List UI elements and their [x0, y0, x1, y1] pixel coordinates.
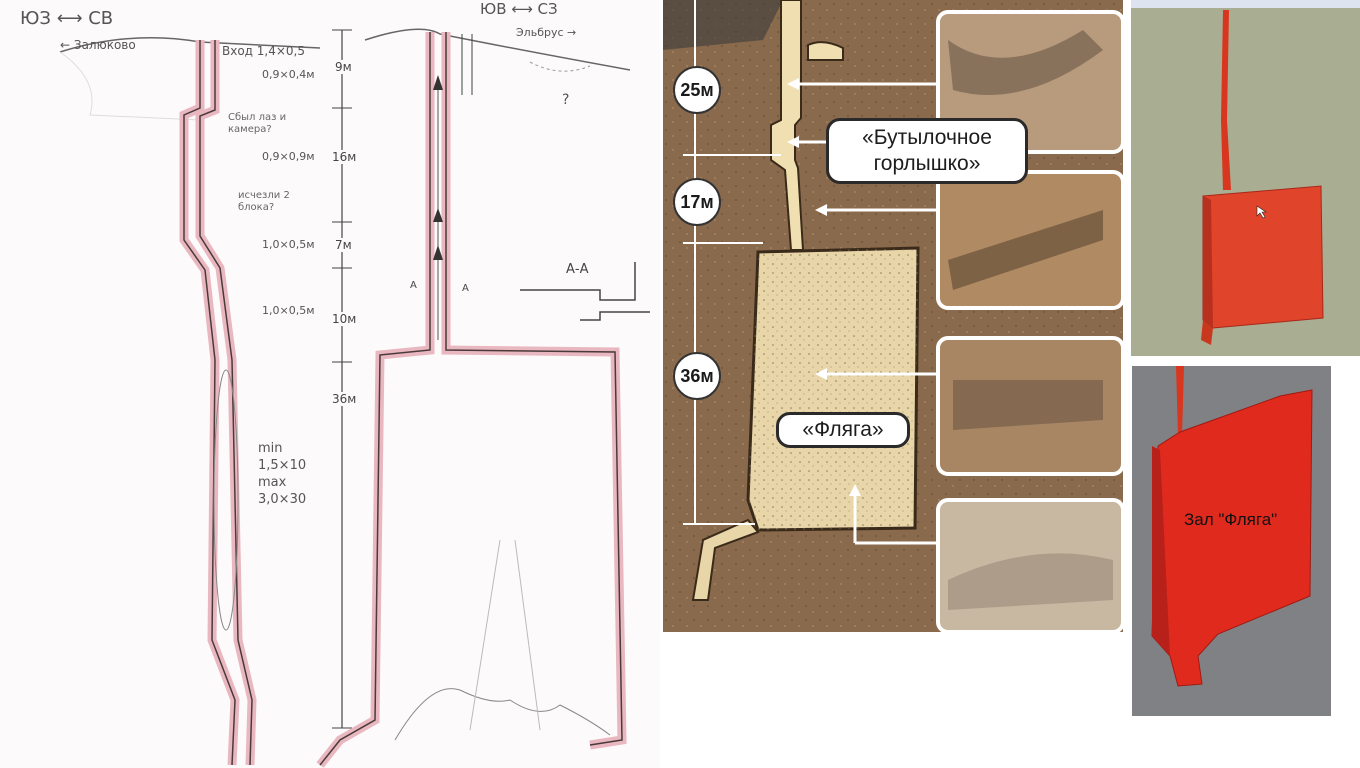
- depth-label-4: 10м: [332, 312, 357, 326]
- bottleneck-callout: «Бутылочное горлышко»: [826, 118, 1028, 184]
- section-mark-a1: А: [410, 280, 417, 291]
- question-mark-label: ?: [562, 92, 570, 108]
- cave-cross-section-illustration: 25м 17м 36м «Бутылочное горлышко» «Фляга…: [663, 0, 1123, 632]
- hand-drawn-section-sketch: ЮЗ ⟷ СВ ← Залюково ЮВ ⟷ СЗ Эльбрус → Вхо…: [0, 0, 660, 768]
- depth-label-1: 9м: [335, 60, 352, 74]
- dimension-label-1: 0,9×0,4м: [262, 68, 315, 81]
- place-label-left: ← Залюково: [60, 38, 136, 52]
- depth-circle-1: 25м: [673, 66, 721, 114]
- depth-label-5: 36м: [332, 392, 357, 406]
- red-model-top-drawing: [1131, 0, 1360, 345]
- note-label-1: Сбыл лаз и камера?: [228, 112, 287, 135]
- dimension-label-2: 0,9×0,9м: [262, 150, 315, 163]
- direction-label-right: ЮВ ⟷ СЗ: [480, 0, 558, 18]
- hall-flask-label: Зал "Фляга": [1184, 510, 1278, 529]
- dimension-label-3: 1,0×0,5м: [262, 238, 315, 251]
- flask-callout: «Фляга»: [776, 412, 910, 448]
- size-range-label: min 1,5×10 max 3,0×30: [258, 441, 307, 507]
- dimension-label-4: 1,0×0,5м: [262, 304, 315, 317]
- note-label-2: исчезли 2 блока?: [238, 190, 290, 213]
- entry-size-label: Вход 1,4×0,5: [222, 44, 306, 58]
- 3d-model-view-bottom: Зал "Фляга": [1132, 366, 1331, 716]
- cursor-icon: [1256, 205, 1267, 219]
- red-model-bottom-drawing: [1151, 366, 1313, 687]
- place-label-right: Эльбрус →: [516, 26, 577, 39]
- depth-label-2: 16м: [332, 150, 357, 164]
- depth-label-3: 7м: [335, 238, 352, 252]
- section-label: А-А: [566, 262, 589, 277]
- sketch-drawing: [59, 28, 650, 768]
- depth-circle-2: 17м: [673, 178, 721, 226]
- depth-circle-3: 36м: [673, 352, 721, 400]
- direction-label-left: ЮЗ ⟷ СВ: [20, 8, 114, 29]
- 3d-model-view-top: [1131, 0, 1360, 356]
- section-mark-a2: А: [462, 283, 469, 294]
- cave-section-drawing: [663, 0, 1123, 632]
